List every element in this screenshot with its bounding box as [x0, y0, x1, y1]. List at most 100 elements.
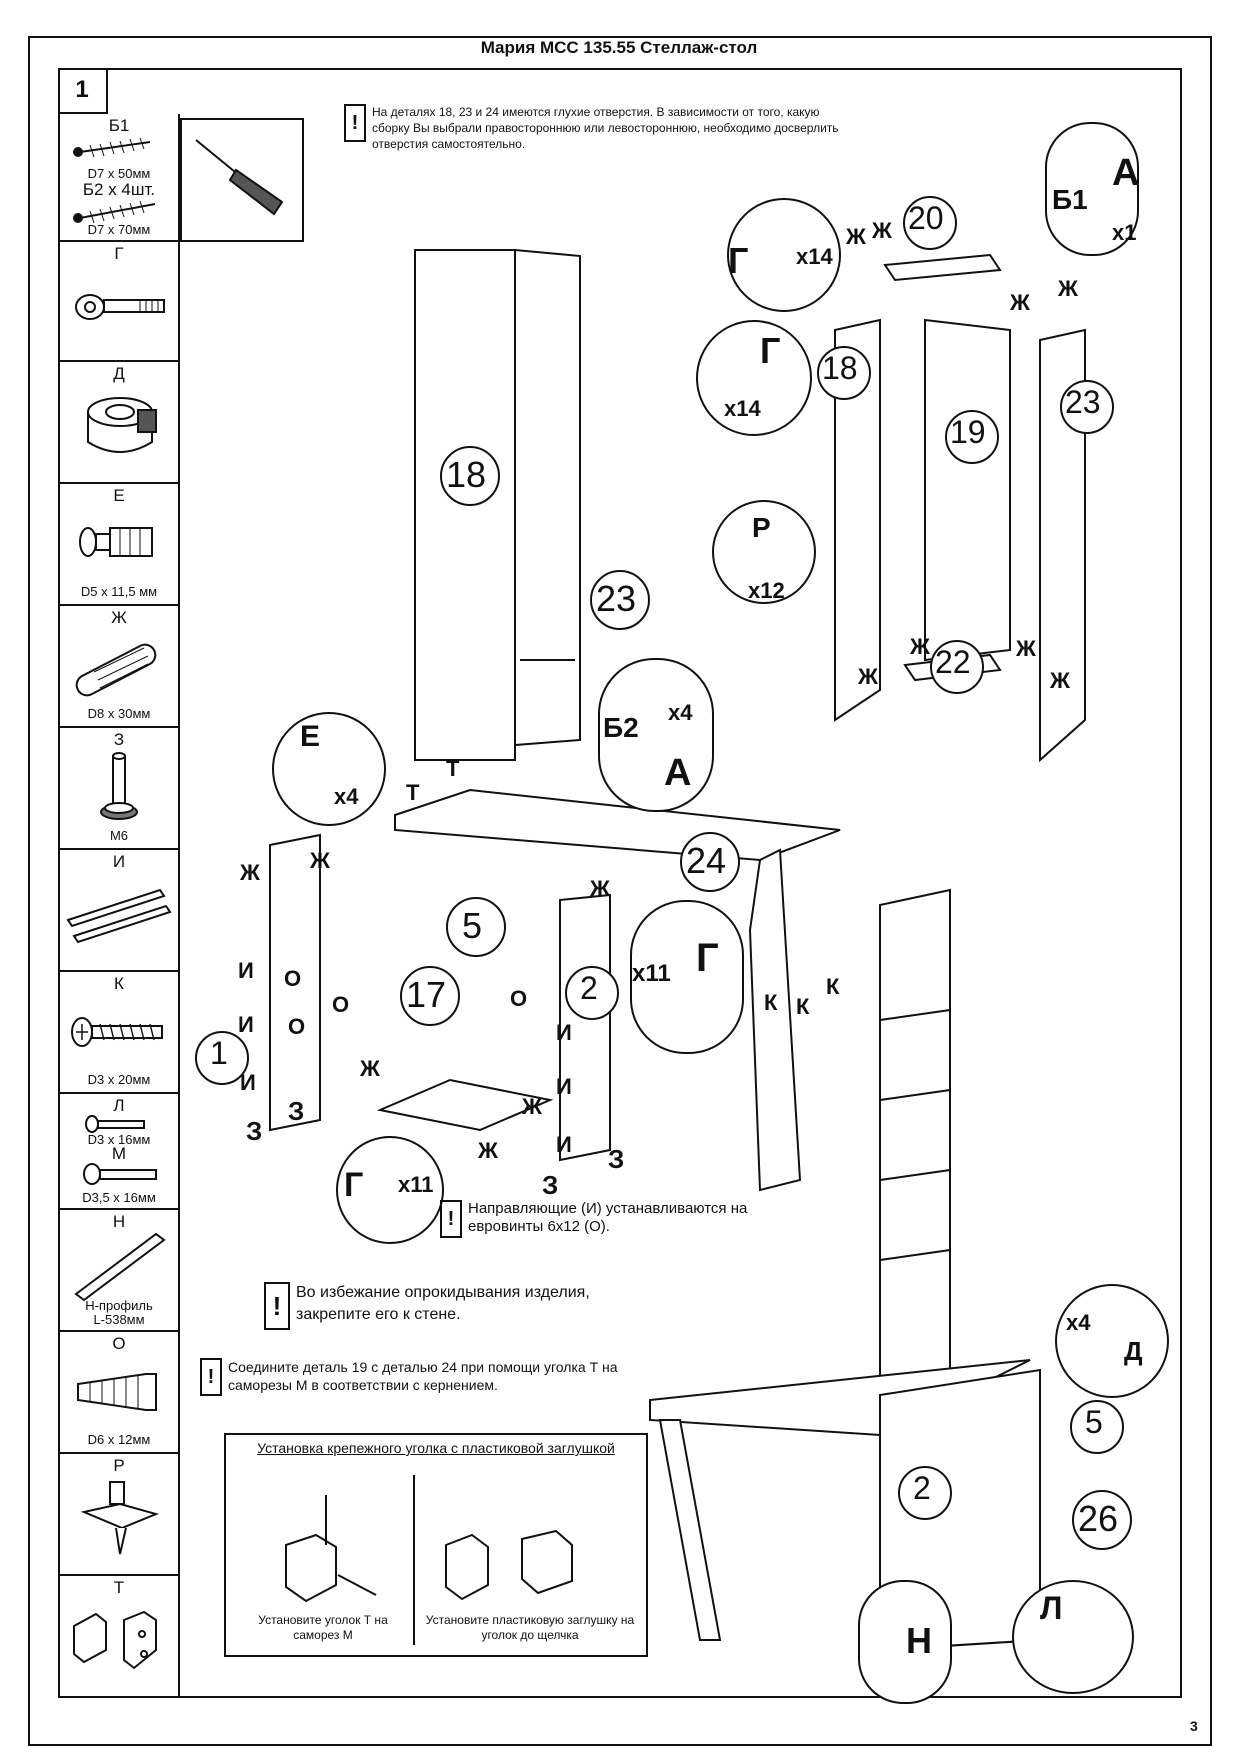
callout-text-x4-d: x4 [1066, 1310, 1091, 1335]
warning-icon: ! [344, 104, 366, 142]
label-k-3: К [826, 974, 840, 999]
screwdriver-box [180, 118, 304, 242]
callout-text-x11-bottom: x11 [398, 1172, 434, 1197]
install-caption-left: Установите уголок Т на саморез М [258, 1613, 388, 1642]
part-circle-18-right [817, 346, 871, 400]
callout-text-x14-top: x14 [796, 244, 833, 269]
cam-housing-icon [87, 397, 157, 453]
legend-label-l: Л [113, 1096, 125, 1115]
callout-text-x11-right: x11 [632, 960, 671, 987]
callout-e [272, 712, 386, 826]
legend-label-r: Р [113, 1456, 125, 1475]
legend-label-e: Е [113, 486, 125, 505]
install-caption-right: Установите пластиковую заглушку на уголо… [425, 1613, 635, 1642]
label-zh-1: Ж [846, 224, 866, 249]
label-zh-6: Ж [858, 664, 878, 689]
callout-text-g-right: Г [696, 936, 719, 980]
legend-size-n: L-538мм [93, 1312, 145, 1327]
part-circle-18 [440, 446, 500, 506]
part-circle-26 [1072, 1490, 1132, 1550]
label-zh-12: Ж [360, 1056, 380, 1081]
label-zh-13: Ж [522, 1094, 542, 1119]
label-t-1: Т [406, 780, 420, 805]
callout-text-x4-b2: x4 [668, 700, 693, 725]
page-number: 3 [1190, 1718, 1198, 1734]
label-i-5: И [556, 1074, 572, 1099]
callout-l [1012, 1580, 1134, 1694]
tabletop-24 [394, 788, 841, 862]
legend-size-b1: D7 x 50мм [87, 166, 151, 181]
cabinet-bottom [376, 1078, 554, 1132]
callout-text-b2: Б2 [603, 712, 639, 743]
legend-label-t: Т [113, 1578, 125, 1597]
part-circle-23 [590, 570, 650, 630]
callout-text-e: Е [300, 720, 321, 753]
legend-cell-l-m: Л D3 x 16мм М D3,5 x 16мм [58, 1094, 180, 1210]
part-number-22: 22 [935, 644, 971, 680]
callout-text-g-mid: Г [760, 330, 781, 371]
leveling-foot-icon [100, 752, 138, 820]
callout-b1 [1045, 122, 1139, 256]
label-z-3: З [608, 1144, 625, 1174]
label-z-2: З [288, 1096, 305, 1126]
h-profile-icon [74, 1232, 166, 1302]
label-zh-7: Ж [1016, 636, 1036, 661]
panel-23-right [1039, 328, 1086, 763]
label-i-4: И [556, 1020, 572, 1045]
panel-23-tall [514, 248, 581, 747]
shelf-panel-19 [924, 318, 1011, 662]
legend-cell-r: Р [58, 1454, 180, 1576]
label-zh-4: Ж [1058, 276, 1078, 301]
legend-label-d: Д [113, 364, 125, 383]
legend-size-zh: D8 x 30мм [87, 706, 151, 721]
page-title: Мария МСС 135.55 Стеллаж-стол [480, 38, 758, 57]
legend-label-n: Н [112, 1212, 126, 1231]
part-circle-2 [565, 966, 619, 1020]
callout-g-bottom [336, 1136, 444, 1244]
part-number-1: 1 [210, 1035, 228, 1071]
screwdriver-icon [195, 139, 284, 216]
part-number-20: 20 [908, 200, 944, 236]
legend-label-i: И [112, 852, 126, 871]
part-number-2: 2 [580, 970, 598, 1006]
label-o-2: О [332, 992, 350, 1017]
callout-text-p: Р [752, 512, 771, 543]
cabinet-side-2 [559, 893, 611, 1162]
legend-text-n: Н-профиль [85, 1298, 153, 1313]
warning-icon: ! [264, 1282, 290, 1330]
outer-frame [28, 36, 1212, 1746]
callout-text-x1: x1 [1112, 220, 1137, 245]
part-number-24: 24 [686, 840, 727, 881]
screw-l-m-icon [83, 1115, 157, 1185]
legend-label-m: М [111, 1144, 127, 1163]
warning-icon: ! [200, 1358, 222, 1396]
callout-text-l: Л [1040, 1590, 1063, 1626]
part-number-2-bottom: 2 [913, 1470, 931, 1506]
euro-screw-icon [77, 1373, 157, 1411]
legend-label-z: З [113, 730, 125, 749]
bracket-install-box: Установка крепежного уголка с пластиково… [224, 1433, 648, 1657]
part-circle-17 [400, 966, 460, 1026]
callout-text-a2: А [664, 752, 692, 794]
legend-size-z: M6 [109, 828, 129, 843]
callout-text-n: Н [906, 1620, 932, 1661]
part-number-5-bottom: 5 [1085, 1404, 1103, 1440]
label-zh-11: Ж [590, 876, 610, 901]
label-o-4: О [510, 986, 528, 1011]
label-zh-5: Ж [910, 634, 930, 659]
callout-text-x4-e: x4 [334, 784, 359, 809]
note-wall: !Во избежание опрокидывания изделия, зак… [264, 1282, 644, 1330]
screw-icon [73, 137, 156, 224]
part-circle-24 [680, 832, 740, 892]
part-number-23: 23 [596, 578, 637, 619]
dowel-screw-icon [79, 527, 153, 557]
legend-label-g: Г [114, 244, 124, 263]
legend-size-e: D5 x 11,5 мм [80, 584, 158, 599]
part-circle-22 [930, 640, 984, 694]
label-i-2: И [238, 1012, 254, 1037]
label-zh-8: Ж [1050, 668, 1070, 693]
corner-bracket-icon [285, 1533, 337, 1603]
legend-cell-zh: Ж D8 x 30мм [58, 606, 180, 728]
part-circle-5-bottom [1070, 1400, 1124, 1454]
